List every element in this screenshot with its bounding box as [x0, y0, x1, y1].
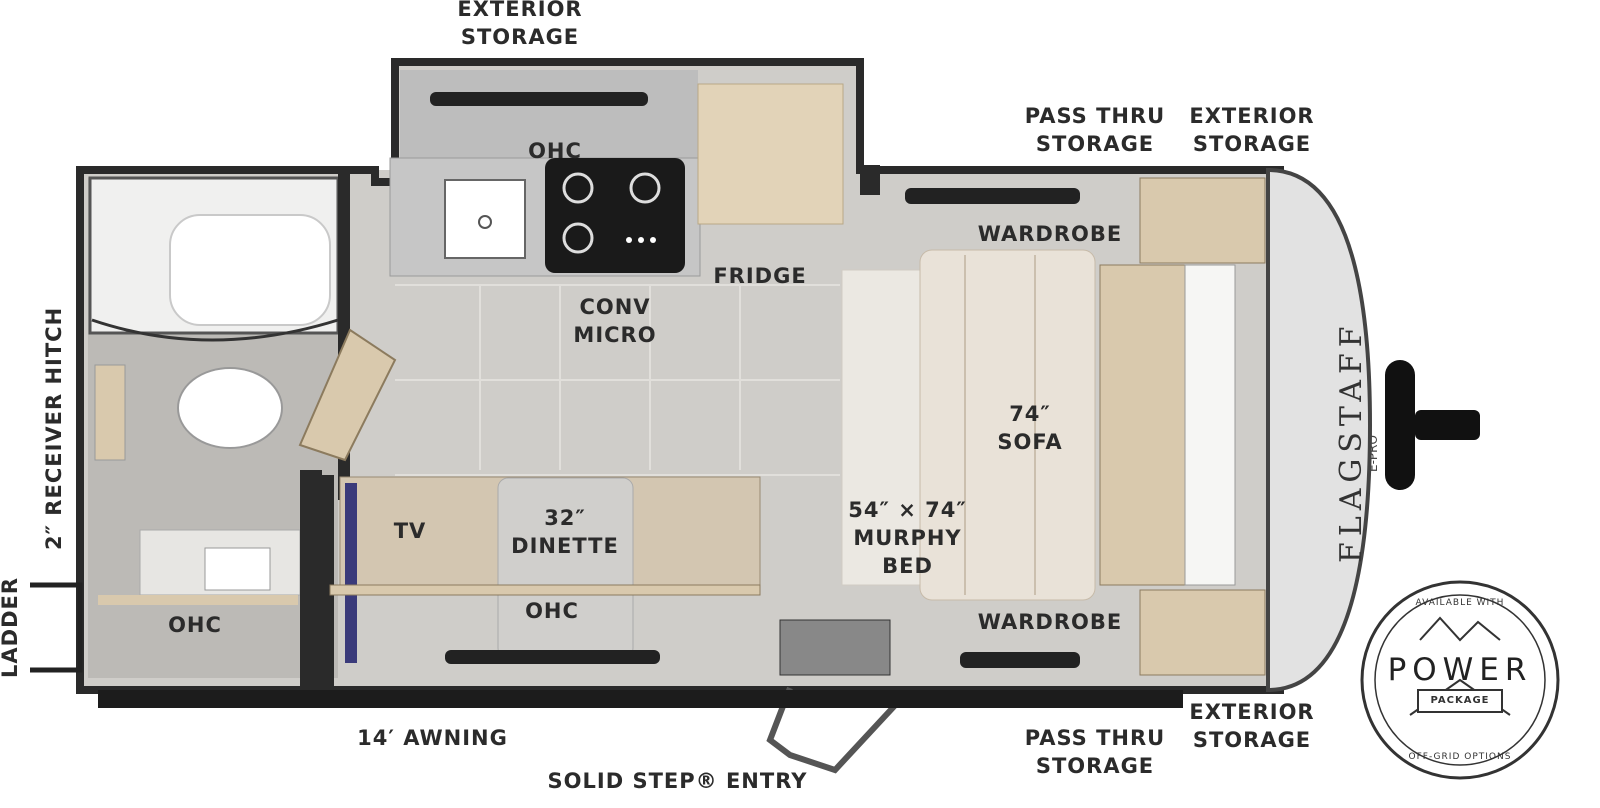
bathroom [88, 170, 397, 688]
solid-step [766, 686, 903, 774]
entry [766, 619, 903, 774]
bedroom-window-top [905, 188, 1080, 204]
label-solid-step-entry: SOLID STEP® ENTRY [547, 769, 808, 793]
bath-sink [204, 547, 271, 591]
bath-door [298, 328, 397, 462]
sofa [919, 249, 1096, 601]
label-ohc-kitchen: OHC [528, 139, 582, 163]
label-exterior-storage-top: EXTERIOR STORAGE [457, 0, 583, 49]
brand-flagstaff: FLAGSTAFF [1334, 320, 1369, 563]
badge-top-text: AVAILABLE WITH [1415, 598, 1505, 608]
dinette-window [445, 650, 660, 664]
label-exterior-storage-top-right: EXTERIOR STORAGE [1189, 104, 1315, 156]
label-pass-thru-storage-bottom: PASS THRU STORAGE [1024, 726, 1166, 778]
label-ohc-dinette: OHC [525, 599, 579, 623]
brand-sub: E-PRO [1366, 435, 1380, 472]
shower-curtain [91, 318, 339, 342]
hitch-coupler [1415, 410, 1480, 440]
label-conv-micro: CONV MICRO [573, 295, 657, 347]
label-fridge: FRIDGE [713, 264, 807, 288]
label-receiver-hitch: 2″ RECEIVER HITCH [42, 306, 66, 550]
pass-thru-storage-bottom [1139, 589, 1266, 676]
power-package-badge [1360, 580, 1560, 780]
bath-cabinet [94, 364, 126, 461]
shower-tub [169, 214, 331, 326]
kitchen [389, 70, 880, 277]
kitchen-sink [444, 179, 526, 259]
dinette [322, 475, 761, 688]
awning [98, 690, 1183, 708]
badge-bottom-text: OFF-GRID OPTIONS [1408, 752, 1512, 762]
murphy-bed [841, 269, 933, 586]
toilet [177, 367, 283, 449]
label-ohc-bath: OHC [168, 613, 222, 637]
front-cap-shell [1266, 167, 1373, 693]
tongue-jack [1385, 360, 1415, 490]
exterior-details [30, 582, 1183, 708]
label-sofa: 74″ SOFA [997, 402, 1063, 454]
stovetop [545, 158, 685, 273]
label-pass-thru-storage-top: PASS THRU STORAGE [1024, 104, 1166, 156]
mountain-icon [1419, 616, 1501, 642]
pass-thru-storage-top [1139, 177, 1266, 264]
label-dinette: 32″ DINETTE [511, 506, 619, 558]
label-wardrobe-bottom: WARDROBE [977, 610, 1123, 634]
ladder [30, 582, 83, 673]
bedroom-window-bottom [960, 652, 1080, 668]
kitchen-ohc-area [400, 70, 698, 158]
entry-step-box [779, 619, 891, 676]
badge-main-text: POWER [1387, 652, 1533, 688]
label-tv: TV [393, 519, 427, 543]
bedroom [841, 177, 1266, 676]
kitchen-vent [430, 92, 648, 106]
fridge [697, 83, 844, 225]
front-cap [1266, 167, 1480, 693]
front-counter [1184, 264, 1236, 586]
label-exterior-storage-bottom-right: EXTERIOR STORAGE [1189, 700, 1315, 752]
label-awning: 14′ AWNING [357, 726, 508, 750]
bath-divider-wall [300, 470, 322, 688]
dinette-ohc [329, 584, 761, 596]
tv [345, 483, 357, 663]
label-wardrobe-top: WARDROBE [977, 222, 1123, 246]
bath-ohc-shelf [98, 595, 298, 605]
label-ladder: LADDER [0, 576, 22, 678]
badge-sub-text: PACKAGE [1430, 695, 1490, 706]
label-murphy-bed: 54″ × 74″ MURPHY BED [848, 498, 967, 578]
